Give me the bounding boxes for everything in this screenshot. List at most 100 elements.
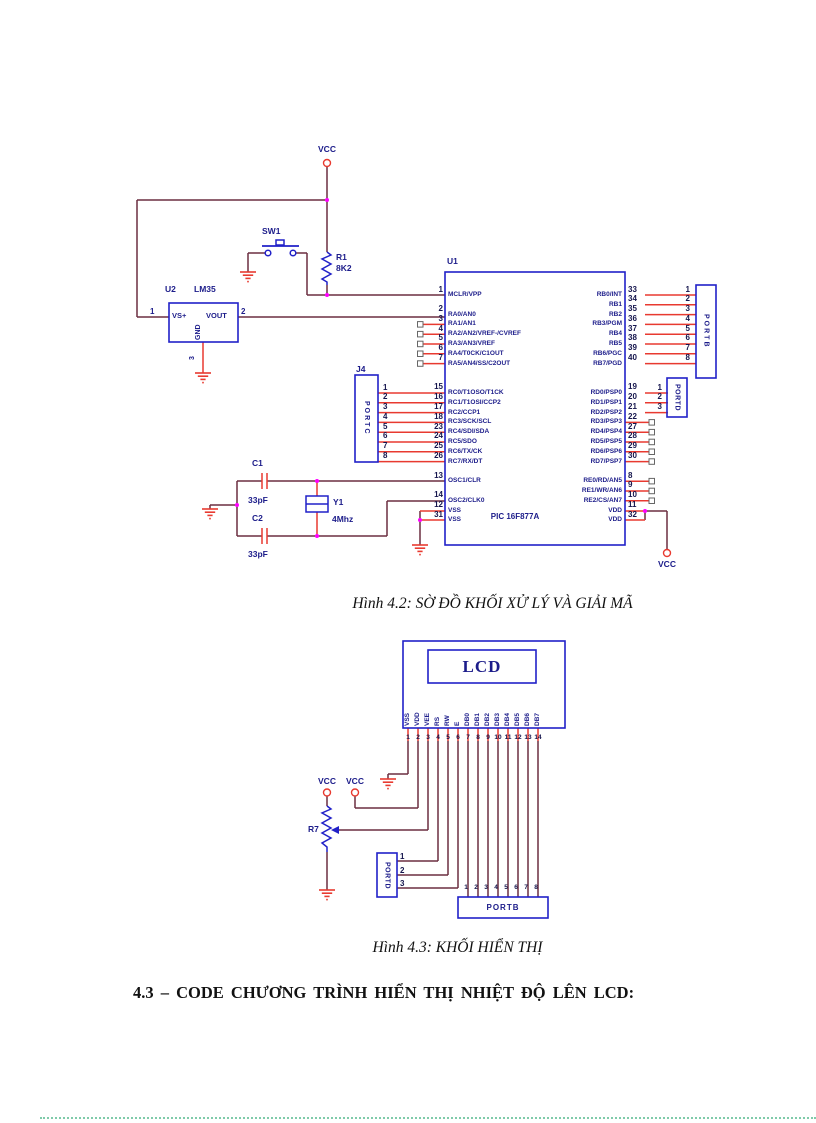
resistor-ref: R1 xyxy=(336,252,347,262)
lcd-pin-number: 8 xyxy=(476,734,480,741)
mcu-right-pin-number: 8 xyxy=(628,470,633,480)
mcu-left-pin-label: RC3/SCK/SCL xyxy=(448,418,492,426)
mcu-right-pin-label xyxy=(538,368,622,378)
c1-ref: C1 xyxy=(252,458,263,468)
mcu-left-pin-number xyxy=(418,373,443,383)
mcu-right-pin-label: RB4 xyxy=(608,330,622,338)
vcc-label: VCC xyxy=(658,559,676,569)
j4-ref: J4 xyxy=(356,364,366,374)
mcu-right-pin-label: RD7/PSP7 xyxy=(590,457,622,465)
vcc-icon xyxy=(662,548,672,558)
page-bottom-dotted-border xyxy=(40,1117,816,1119)
portc-connector-box xyxy=(354,374,379,463)
sensor-pin-vs: VS+ xyxy=(172,311,187,320)
lcd-pin-label: DB7 xyxy=(534,712,541,726)
ground-icon xyxy=(379,778,397,790)
mcu-right-pin-number: 30 xyxy=(628,451,637,461)
portb2-pin-number: 2 xyxy=(474,884,478,891)
mcu-right-pin-number: 20 xyxy=(628,392,637,402)
portb-pin-number: 5 xyxy=(685,323,690,333)
mcu-right-pin-label: RD6/PSP6 xyxy=(590,447,622,455)
portd2-connector-label: PORTD xyxy=(383,861,391,889)
lcd-pin-label: DB1 xyxy=(474,712,481,726)
portb2-pin-number: 5 xyxy=(504,884,508,891)
portb-pin-number: 3 xyxy=(685,304,690,314)
mcu-left-pin-label xyxy=(448,466,538,476)
lcd-pin-label: DB0 xyxy=(464,712,471,726)
mcu-left-pin-label xyxy=(448,486,538,496)
lcd-pin-label: DB3 xyxy=(494,712,501,726)
mcu-right-pin-label: RD2/PSP2 xyxy=(590,408,622,416)
sensor-ref: U2 xyxy=(165,284,176,294)
mcu-right-pin-label xyxy=(538,466,622,476)
mcu-left-pin-number: 1 xyxy=(438,284,443,294)
mcu-right-pin-label: RE0/RD/AN5 xyxy=(583,477,622,485)
mcu-right-pin-label: RE1/WR/AN6 xyxy=(581,486,622,494)
mcu-left-pin-label: RC7/RX/DT xyxy=(448,457,483,465)
mcu-right-pin-label: VDD xyxy=(608,506,622,514)
portd-connector-label: PORTD xyxy=(673,384,681,411)
portb2-pin-number: 8 xyxy=(534,884,538,891)
portc-pin-number: 7 xyxy=(383,441,388,451)
portc-pin-number: 2 xyxy=(383,392,388,402)
mcu-right-pin-label: RB2 xyxy=(608,310,622,318)
potentiometer-icon xyxy=(320,805,339,852)
mcu-left-pin-number: 23 xyxy=(434,421,443,431)
lcd-pin-label: DB4 xyxy=(504,712,511,726)
sensor-pin-vout: VOUT xyxy=(206,311,227,320)
junction-dots xyxy=(235,198,647,538)
c2-value: 33pF xyxy=(248,549,268,559)
mcu-left-pin-number: 26 xyxy=(434,451,443,461)
mcu-left-pin-label: VSS xyxy=(448,516,462,524)
mcu-left-pin-number: 17 xyxy=(434,402,443,412)
lcd-pin-label: DB6 xyxy=(524,712,531,726)
lm35-box xyxy=(168,302,239,343)
lcd-inner-box xyxy=(427,649,537,684)
figure-4-3-caption: Hình 4.3: KHỐI HIỂN THỊ xyxy=(372,939,543,956)
lcd-pin-number: 6 xyxy=(456,734,460,741)
potentiometer-ref: R7 xyxy=(308,824,319,834)
portd-pin-number: 3 xyxy=(657,402,662,412)
mcu-left-pin-number: 24 xyxy=(434,431,443,441)
mcu-right-pin-label: RB3/PGM xyxy=(592,320,622,328)
sensor-pin-gnd: GND xyxy=(195,324,202,340)
mcu-right-pin-number: 37 xyxy=(628,323,637,333)
lcd-pin-number: 10 xyxy=(494,734,502,741)
mcu-left-pin-label: OSC1/CLR xyxy=(448,477,481,485)
portd2-pin-number: 1 xyxy=(400,852,405,861)
portb2-pin-number: 7 xyxy=(524,884,528,891)
mcu-right-pin-number: 21 xyxy=(628,402,637,412)
mcu-right-pin-label: RE2/CS/AN7 xyxy=(583,496,622,504)
sensor-pin1-number: 1 xyxy=(150,307,155,316)
mcu-left-pin-label xyxy=(448,368,538,378)
mcu-left-pin-label: RC6/TX/CK xyxy=(448,447,483,455)
ground-icon xyxy=(411,544,429,556)
lcd-pin-number: 3 xyxy=(426,734,430,741)
mcu-right-pin-number: 35 xyxy=(628,304,637,314)
mcu-left-pin-number: 15 xyxy=(434,382,443,392)
mcu-left-pin-number: 14 xyxy=(434,490,443,500)
portc-connector-label: PORTC xyxy=(363,401,370,436)
portc-pin-number: 5 xyxy=(383,421,388,431)
mcu-left-pin-label: RC5/SDO xyxy=(448,437,477,445)
mcu-left-pin-number: 31 xyxy=(434,509,443,519)
portd2-pin-number: 2 xyxy=(400,865,405,875)
vcc-icon xyxy=(322,158,332,168)
lcd-pin-number: 14 xyxy=(534,734,542,741)
c1-value: 33pF xyxy=(248,495,268,505)
mcu-right-pin-number: 38 xyxy=(628,333,637,343)
portb-pin-number: 7 xyxy=(685,343,690,353)
mcu-box xyxy=(444,271,626,546)
vcc-icon xyxy=(350,788,360,797)
mcu-right-pin-number: 33 xyxy=(628,284,637,294)
mcu-right-pin-label: RD0/PSP0 xyxy=(590,388,622,396)
mcu-right-pin-number: 36 xyxy=(628,313,637,323)
mcu-left-pin-label: RC4/SDI/SDA xyxy=(448,428,490,436)
